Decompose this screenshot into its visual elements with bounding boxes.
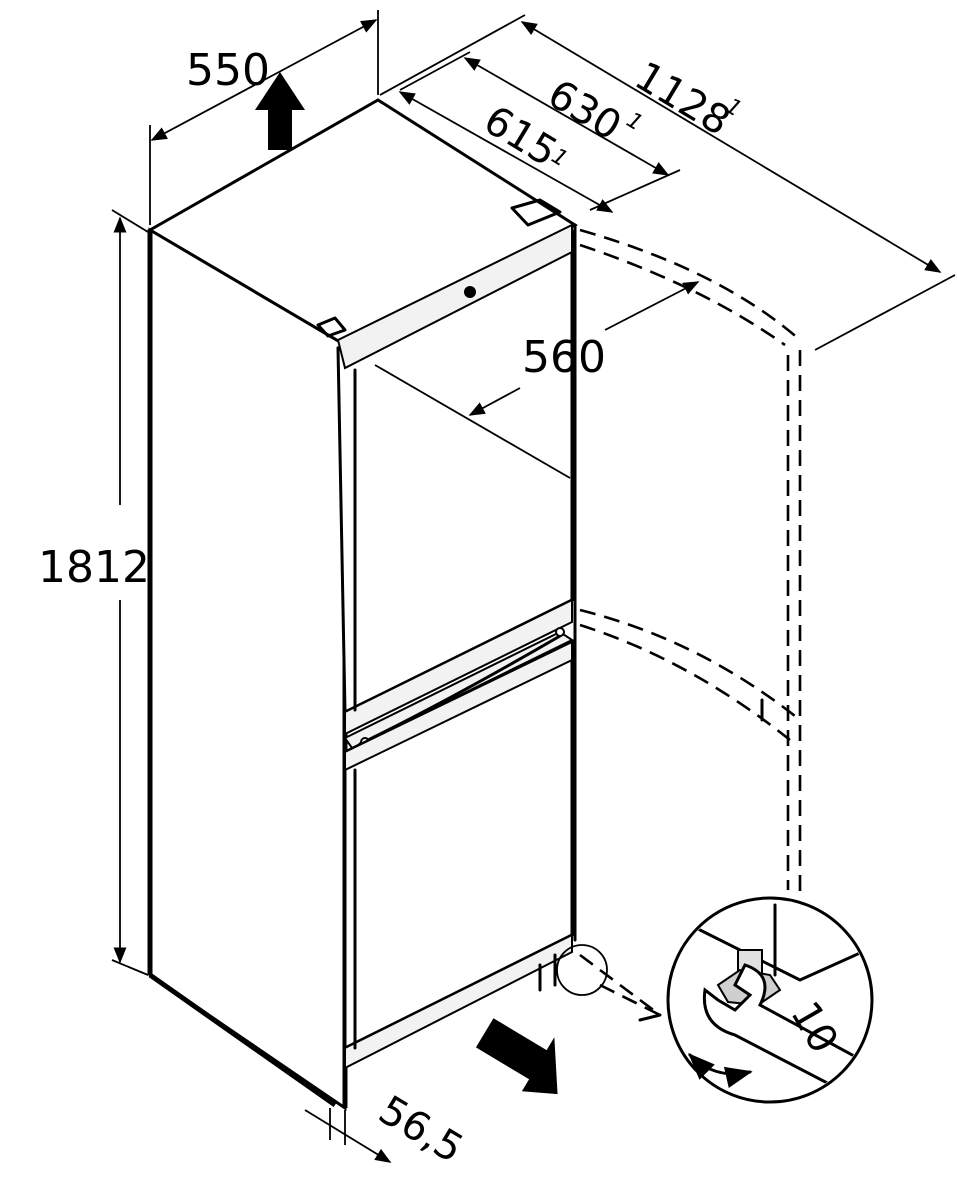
label-550: 550	[186, 45, 270, 96]
label-560: 560	[522, 332, 606, 383]
detail-marker-circle	[556, 944, 608, 996]
label-1812: 1812	[38, 542, 150, 593]
detail-circle	[666, 896, 874, 1104]
up-arrow-icon	[255, 72, 305, 150]
cabinet-side	[148, 227, 347, 1111]
dimension-560: 560	[468, 281, 700, 416]
door-indicator	[464, 286, 476, 298]
dimension-550: 550	[149, 10, 379, 225]
label-1128: 1128	[627, 53, 738, 145]
dimension-1812: 1812	[38, 209, 150, 976]
rotate-arrow-icon	[688, 1053, 753, 1088]
upper-door	[316, 198, 574, 736]
lower-door	[343, 639, 574, 1102]
upper-door-bottom-trim	[344, 598, 573, 736]
push-arrow-icon	[475, 1018, 558, 1095]
wrench-detail: 10	[599, 896, 874, 1104]
lower-door-bottom-trim	[344, 933, 573, 1070]
